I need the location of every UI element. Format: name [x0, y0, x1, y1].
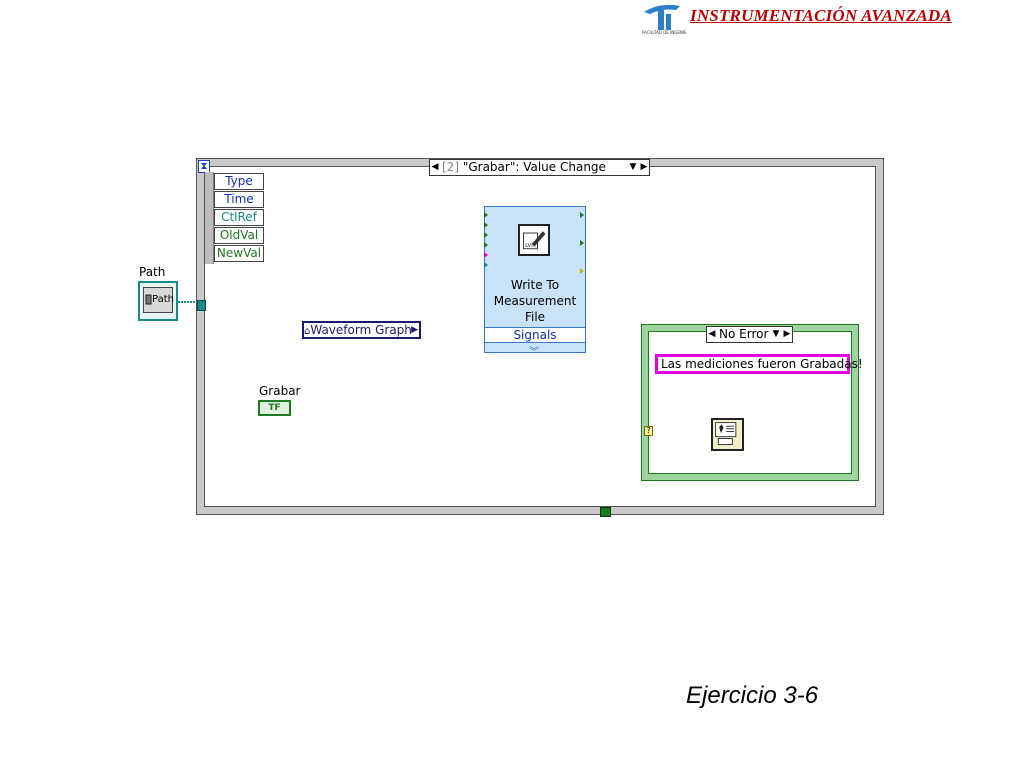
- case-selector-terminal: ?: [644, 426, 653, 436]
- case-selector[interactable]: ◀ No Error ▼ ▶: [706, 326, 793, 343]
- exercise-caption: Ejercicio 3-6: [686, 682, 819, 709]
- express-vi-output-terminals: [580, 212, 584, 274]
- event-selector[interactable]: ◀ [2] "Grabar": Value Change ▼ ▶: [429, 159, 650, 176]
- message-string-constant[interactable]: Las mediciones fueron Grabadas!: [655, 354, 863, 374]
- event-selector-label: [2] "Grabar": Value Change: [442, 160, 606, 174]
- path-tunnel: [197, 300, 206, 311]
- path-terminal-text: Path: [152, 294, 174, 305]
- dropdown-icon[interactable]: ▼: [772, 329, 780, 339]
- waveform-graph-reference[interactable]: ⌂Waveform Graph▶: [302, 321, 421, 339]
- svg-text:FACULTAD DE INGENIERIA: FACULTAD DE INGENIERIA: [642, 30, 686, 35]
- path-control-label: Path: [139, 265, 166, 279]
- home-icon: ⌂: [304, 326, 311, 337]
- expand-chevron-icon[interactable]: ︾: [529, 347, 539, 358]
- event-data-type[interactable]: Type: [214, 173, 264, 190]
- grabar-boolean-terminal[interactable]: TF: [258, 400, 291, 416]
- express-vi-input-terminals: [484, 212, 488, 268]
- signals-input[interactable]: Signals: [485, 327, 585, 343]
- folder-icon: [145, 294, 152, 305]
- prev-event-icon[interactable]: ◀: [431, 162, 439, 172]
- terminal-arrow-icon: ▶: [411, 325, 418, 335]
- event-data-node-bar: [205, 172, 214, 264]
- page-title: INSTRUMENTACIÓN AVANZADA: [690, 6, 952, 25]
- write-measurement-file-icon: LVM: [518, 224, 550, 256]
- event-data-newval[interactable]: NewVal: [214, 245, 264, 262]
- event-timeout-terminal: [600, 507, 611, 517]
- case-structure[interactable]: [641, 324, 859, 481]
- next-event-icon[interactable]: ▶: [640, 162, 648, 172]
- prev-case-icon[interactable]: ◀: [708, 329, 716, 339]
- grabar-control-label: Grabar: [259, 384, 301, 398]
- one-button-dialog-icon[interactable]: [711, 418, 744, 451]
- event-data-oldval[interactable]: OldVal: [214, 227, 264, 244]
- hourglass-icon: ⧗: [198, 160, 210, 173]
- waveform-graph-label: Waveform Graph: [310, 323, 412, 337]
- dropdown-icon[interactable]: ▼: [629, 162, 637, 172]
- svg-text:LVM: LVM: [525, 243, 536, 249]
- case-selector-label: No Error: [719, 327, 769, 341]
- event-data-ctlref[interactable]: CtlRef: [214, 209, 264, 226]
- faculty-logo-icon: FACULTAD DE INGENIERIA: [642, 4, 686, 35]
- event-data-time[interactable]: Time: [214, 191, 264, 208]
- express-vi-title: Write To Measurement File: [493, 278, 577, 324]
- next-case-icon[interactable]: ▶: [783, 329, 791, 339]
